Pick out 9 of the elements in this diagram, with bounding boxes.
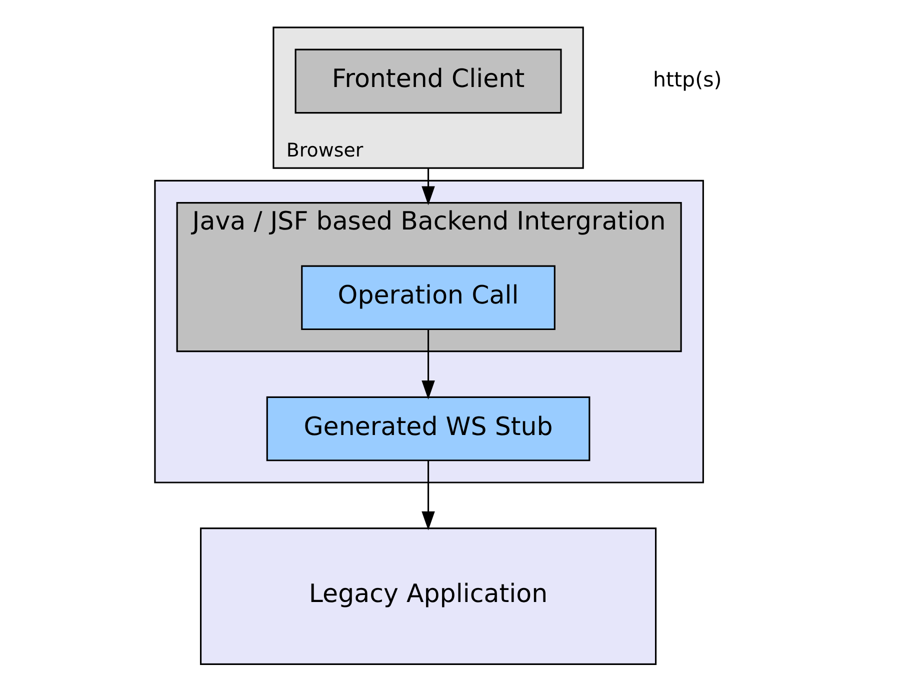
node-box: Legacy Application xyxy=(200,528,657,665)
arrow xyxy=(422,460,435,530)
cluster xyxy=(154,180,704,484)
arrow xyxy=(422,330,435,400)
arrow xyxy=(422,168,435,206)
node-box: Frontend Client xyxy=(294,48,562,114)
label: http(s) xyxy=(652,68,722,92)
node-box: Generated WS Stub xyxy=(266,396,590,462)
node-box: Operation Call xyxy=(301,265,556,330)
